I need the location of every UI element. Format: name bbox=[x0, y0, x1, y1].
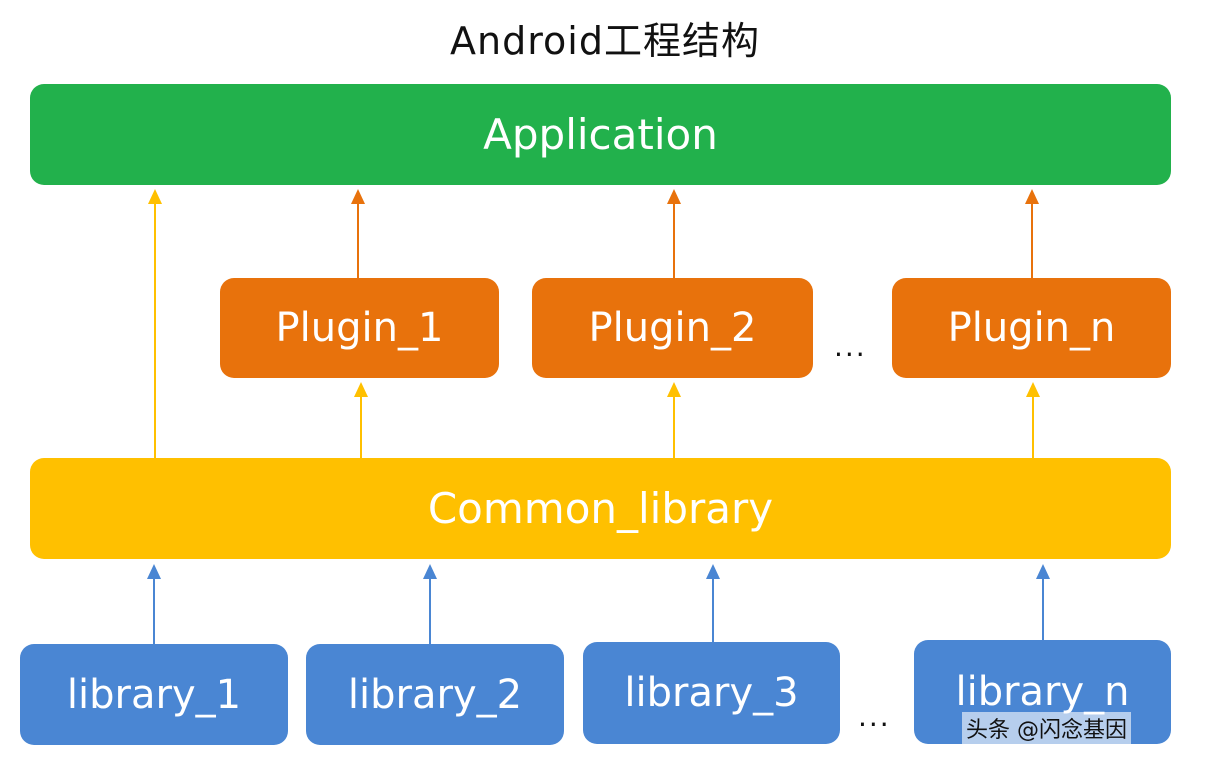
watermark-text: 头条 @闪念基因 bbox=[962, 712, 1131, 744]
arrow-library-1-to-common bbox=[147, 564, 161, 644]
arrow-library-3-to-common bbox=[706, 564, 720, 642]
plugin-1-label: Plugin_1 bbox=[275, 305, 444, 351]
common-library-label: Common_library bbox=[427, 484, 774, 533]
arrow-library-n-to-common bbox=[1036, 564, 1050, 642]
plugin-2-box: Plugin_2 bbox=[532, 278, 813, 378]
arrow-library-2-to-common bbox=[423, 564, 437, 644]
arrow-common-to-plugin-n bbox=[1026, 382, 1040, 458]
library-2-box: library_2 bbox=[306, 644, 564, 745]
plugin-ellipsis: ... bbox=[834, 330, 867, 363]
library-n-label: library_n bbox=[955, 669, 1130, 715]
library-1-box: library_1 bbox=[20, 644, 288, 745]
arrow-plugin-1-to-application bbox=[351, 189, 365, 278]
arrow-common-to-plugin-1 bbox=[354, 382, 368, 458]
library-2-label: library_2 bbox=[347, 671, 523, 718]
library-1-label: library_1 bbox=[66, 671, 242, 718]
library-ellipsis: ... bbox=[858, 700, 891, 733]
common-library-box: Common_library bbox=[30, 458, 1171, 559]
application-box: Application bbox=[30, 84, 1171, 185]
diagram-title: Android工程结构 bbox=[450, 19, 760, 63]
arrow-common-to-application bbox=[148, 189, 162, 458]
arrow-plugin-2-to-application bbox=[667, 189, 681, 278]
plugin-1-box: Plugin_1 bbox=[220, 278, 499, 378]
plugin-n-label: Plugin_n bbox=[947, 305, 1116, 351]
arrow-plugin-n-to-application bbox=[1025, 189, 1039, 278]
plugin-2-label: Plugin_2 bbox=[588, 305, 757, 351]
plugin-n-box: Plugin_n bbox=[892, 278, 1171, 378]
application-label: Application bbox=[483, 110, 718, 159]
library-3-label: library_3 bbox=[624, 670, 799, 716]
arrow-common-to-plugin-2 bbox=[667, 382, 681, 458]
library-3-box: library_3 bbox=[583, 642, 840, 744]
